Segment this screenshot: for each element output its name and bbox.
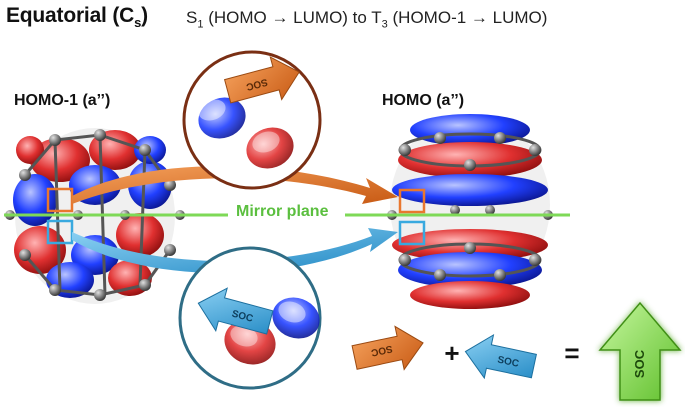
soc-equation: SOC + SOC = SOC: [351, 301, 682, 401]
equation-cyan-arrow-label: SOC: [496, 355, 519, 370]
transition-s: S: [186, 8, 198, 27]
right-cyan-highlight-box: [398, 220, 426, 246]
transition-mid: (HOMO → LUMO) to T: [203, 8, 382, 27]
equation-orange-arrow-label: SOC: [370, 343, 393, 358]
equation-cyan-arrow: SOC: [464, 333, 537, 380]
homo-1-label: HOMO-1 (a’’): [14, 92, 111, 109]
equation-orange-arrow: SOC: [351, 325, 424, 371]
figure-title: Equatorial (Cs): [6, 4, 148, 30]
soc-arrow-top: SOC: [223, 56, 300, 104]
cyan-curved-arrow: [72, 228, 398, 274]
equation-equals: =: [564, 338, 579, 368]
right-orange-highlight-box: [398, 188, 426, 214]
orange-curved-arrow: [72, 166, 398, 204]
transition-t-sub: 3: [381, 18, 388, 31]
equation-plus: +: [444, 338, 459, 368]
transition-s-sub: 1: [197, 18, 204, 31]
homo-orbital-molecule: [387, 114, 553, 309]
equation-green-soc-arrow: SOC: [598, 301, 682, 401]
soc-arrow-top-label: SOC: [245, 76, 269, 92]
equation-green-arrow-label: SOC: [632, 349, 647, 378]
mirror-plane-label: Mirror plane: [236, 203, 329, 220]
bottom-magnified-orbital-circle: SOC: [178, 246, 322, 390]
title-subscript: s: [134, 15, 142, 31]
title-close: ): [141, 4, 148, 27]
top-magnified-orbital-circle: SOC: [182, 50, 322, 190]
soc-arrow-bottom-label: SOC: [230, 308, 254, 324]
transition-description: S1 (HOMO → LUMO) to T3 (HOMO-1 → LUMO): [186, 8, 547, 30]
soc-arrow-bottom: SOC: [197, 287, 274, 335]
transition-end: (HOMO-1 → LUMO): [387, 8, 548, 27]
homo-label: HOMO (a’’): [382, 92, 465, 109]
title-main: Equatorial (C: [6, 4, 135, 27]
